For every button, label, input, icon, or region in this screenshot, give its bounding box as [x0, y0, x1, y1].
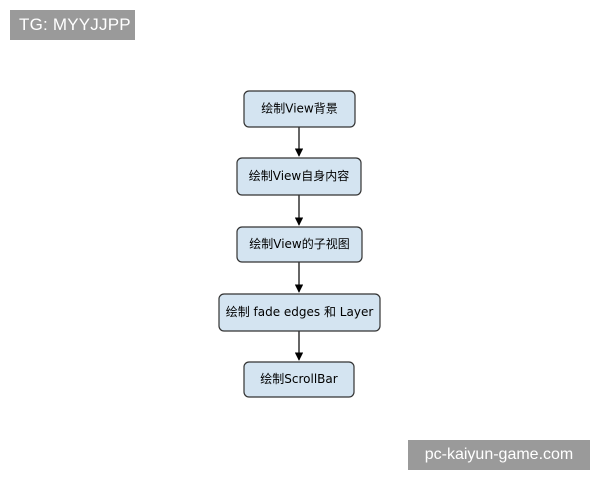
- node-draw-view-background: 绘制View背景: [243, 90, 356, 128]
- node-draw-scrollbar: 绘制ScrollBar: [243, 361, 355, 398]
- node-label: 绘制View的子视图: [249, 236, 349, 251]
- watermark-bottom: pc-kaiyun-game.com: [408, 440, 590, 470]
- node-label: 绘制View背景: [261, 101, 337, 116]
- node-draw-view-content: 绘制View自身内容: [236, 157, 362, 196]
- watermark-top: TG: MYYJJPP: [10, 10, 135, 40]
- node-draw-fade-edges-and-layer: 绘制 fade edges 和 Layer: [218, 293, 381, 332]
- node-label: 绘制View自身内容: [249, 168, 349, 183]
- node-draw-view-children: 绘制View的子视图: [236, 226, 363, 263]
- node-label: 绘制 fade edges 和 Layer: [226, 304, 374, 319]
- node-label: 绘制ScrollBar: [260, 371, 337, 386]
